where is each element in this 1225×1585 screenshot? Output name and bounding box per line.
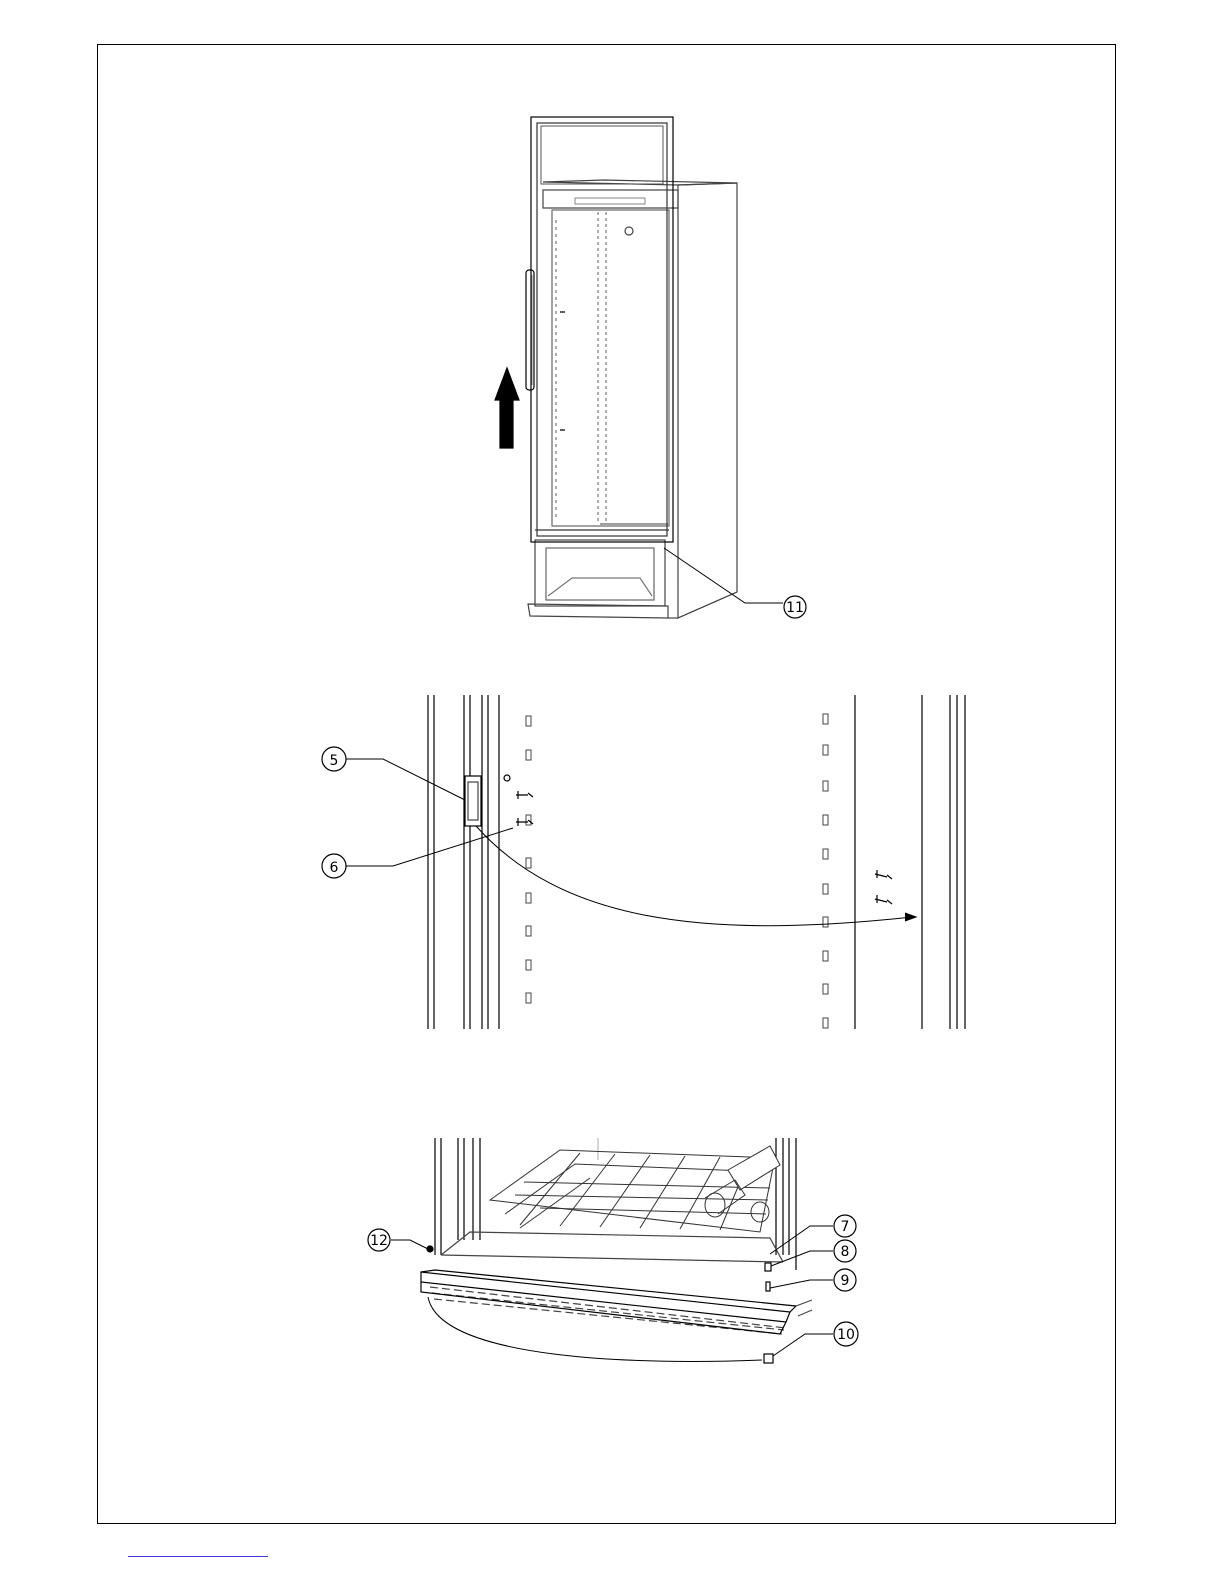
callout-label-10: 10 [837,1327,855,1343]
callout-label-9: 9 [841,1273,850,1289]
base-grille [421,1270,812,1334]
callout-label-8: 8 [841,1244,850,1260]
footer-link-underline[interactable] [128,1556,268,1557]
wire-shelf [490,1150,775,1232]
foot-hardware [427,1246,771,1291]
callout-10: 10 [773,1322,858,1356]
callout-12: 12 [368,1229,428,1251]
callout-9: 9 [770,1269,856,1291]
callout-label-12: 12 [370,1233,388,1249]
bottle-illustration [705,1146,780,1222]
callout-label-7: 7 [841,1219,850,1235]
